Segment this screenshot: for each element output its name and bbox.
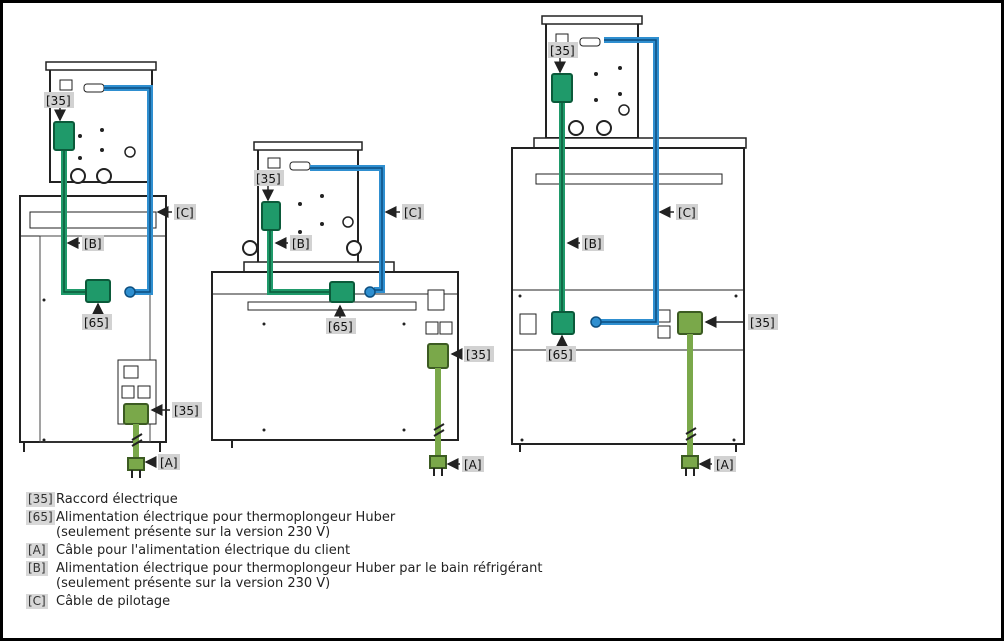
unit1-label-b: [B] [84, 237, 102, 251]
unit3-label-c: [C] [678, 206, 696, 220]
unit3-cabinet [511, 147, 745, 445]
unit1-label-a: [A] [160, 456, 178, 470]
legend-item-65: [65] Alimentation électrique pour thermo… [26, 510, 926, 540]
unit3-label-65: [65] [548, 348, 573, 362]
unit1-label-65: [65] [84, 316, 109, 330]
legend-text: Raccord électrique [56, 492, 178, 507]
unit2-label-35-side: [35] [466, 348, 491, 362]
legend-item-c: [C] Câble de pilotage [26, 594, 926, 609]
unit3-label-35-side: [35] [750, 316, 775, 330]
legend-code: [65] [26, 510, 55, 525]
legend: [35] Raccord électrique [65] Alimentatio… [26, 492, 926, 612]
unit1-label-35-top: [35] [46, 94, 71, 108]
legend-text: Alimentation électrique pour thermoplong… [56, 561, 543, 591]
unit2-label-c: [C] [404, 206, 422, 220]
legend-code: [A] [26, 543, 48, 558]
unit1-label-c: [C] [176, 206, 194, 220]
unit1-label-35-bottom: [35] [174, 404, 199, 418]
unit3-label-b: [B] [584, 237, 602, 251]
unit2-label-a: [A] [464, 458, 482, 472]
unit2-label-65: [65] [328, 320, 353, 334]
unit-3: [35] [C] [B] [65] [35] [A] [511, 15, 778, 476]
legend-item-a: [A] Câble pour l'alimentation électrique… [26, 543, 926, 558]
legend-item-b: [B] Alimentation électrique pour thermop… [26, 561, 926, 591]
unit3-label-35-top: [35] [550, 44, 575, 58]
legend-code: [C] [26, 594, 48, 609]
unit2-label-35-top: [35] [256, 172, 281, 186]
legend-text: Alimentation électrique pour thermoplong… [56, 510, 396, 540]
unit-1: [35] [C] [B] [65] [35] [A] [19, 61, 202, 478]
unit-2: [35] [C] [B] [65] [35] [A] [211, 141, 494, 476]
legend-code: [35] [26, 492, 55, 507]
legend-text: Câble de pilotage [56, 594, 171, 609]
legend-code: [B] [26, 561, 48, 576]
unit3-label-a: [A] [716, 458, 734, 472]
legend-item-35: [35] Raccord électrique [26, 492, 926, 507]
unit2-label-b: [B] [292, 237, 310, 251]
legend-text: Câble pour l'alimentation électrique du … [56, 543, 351, 558]
